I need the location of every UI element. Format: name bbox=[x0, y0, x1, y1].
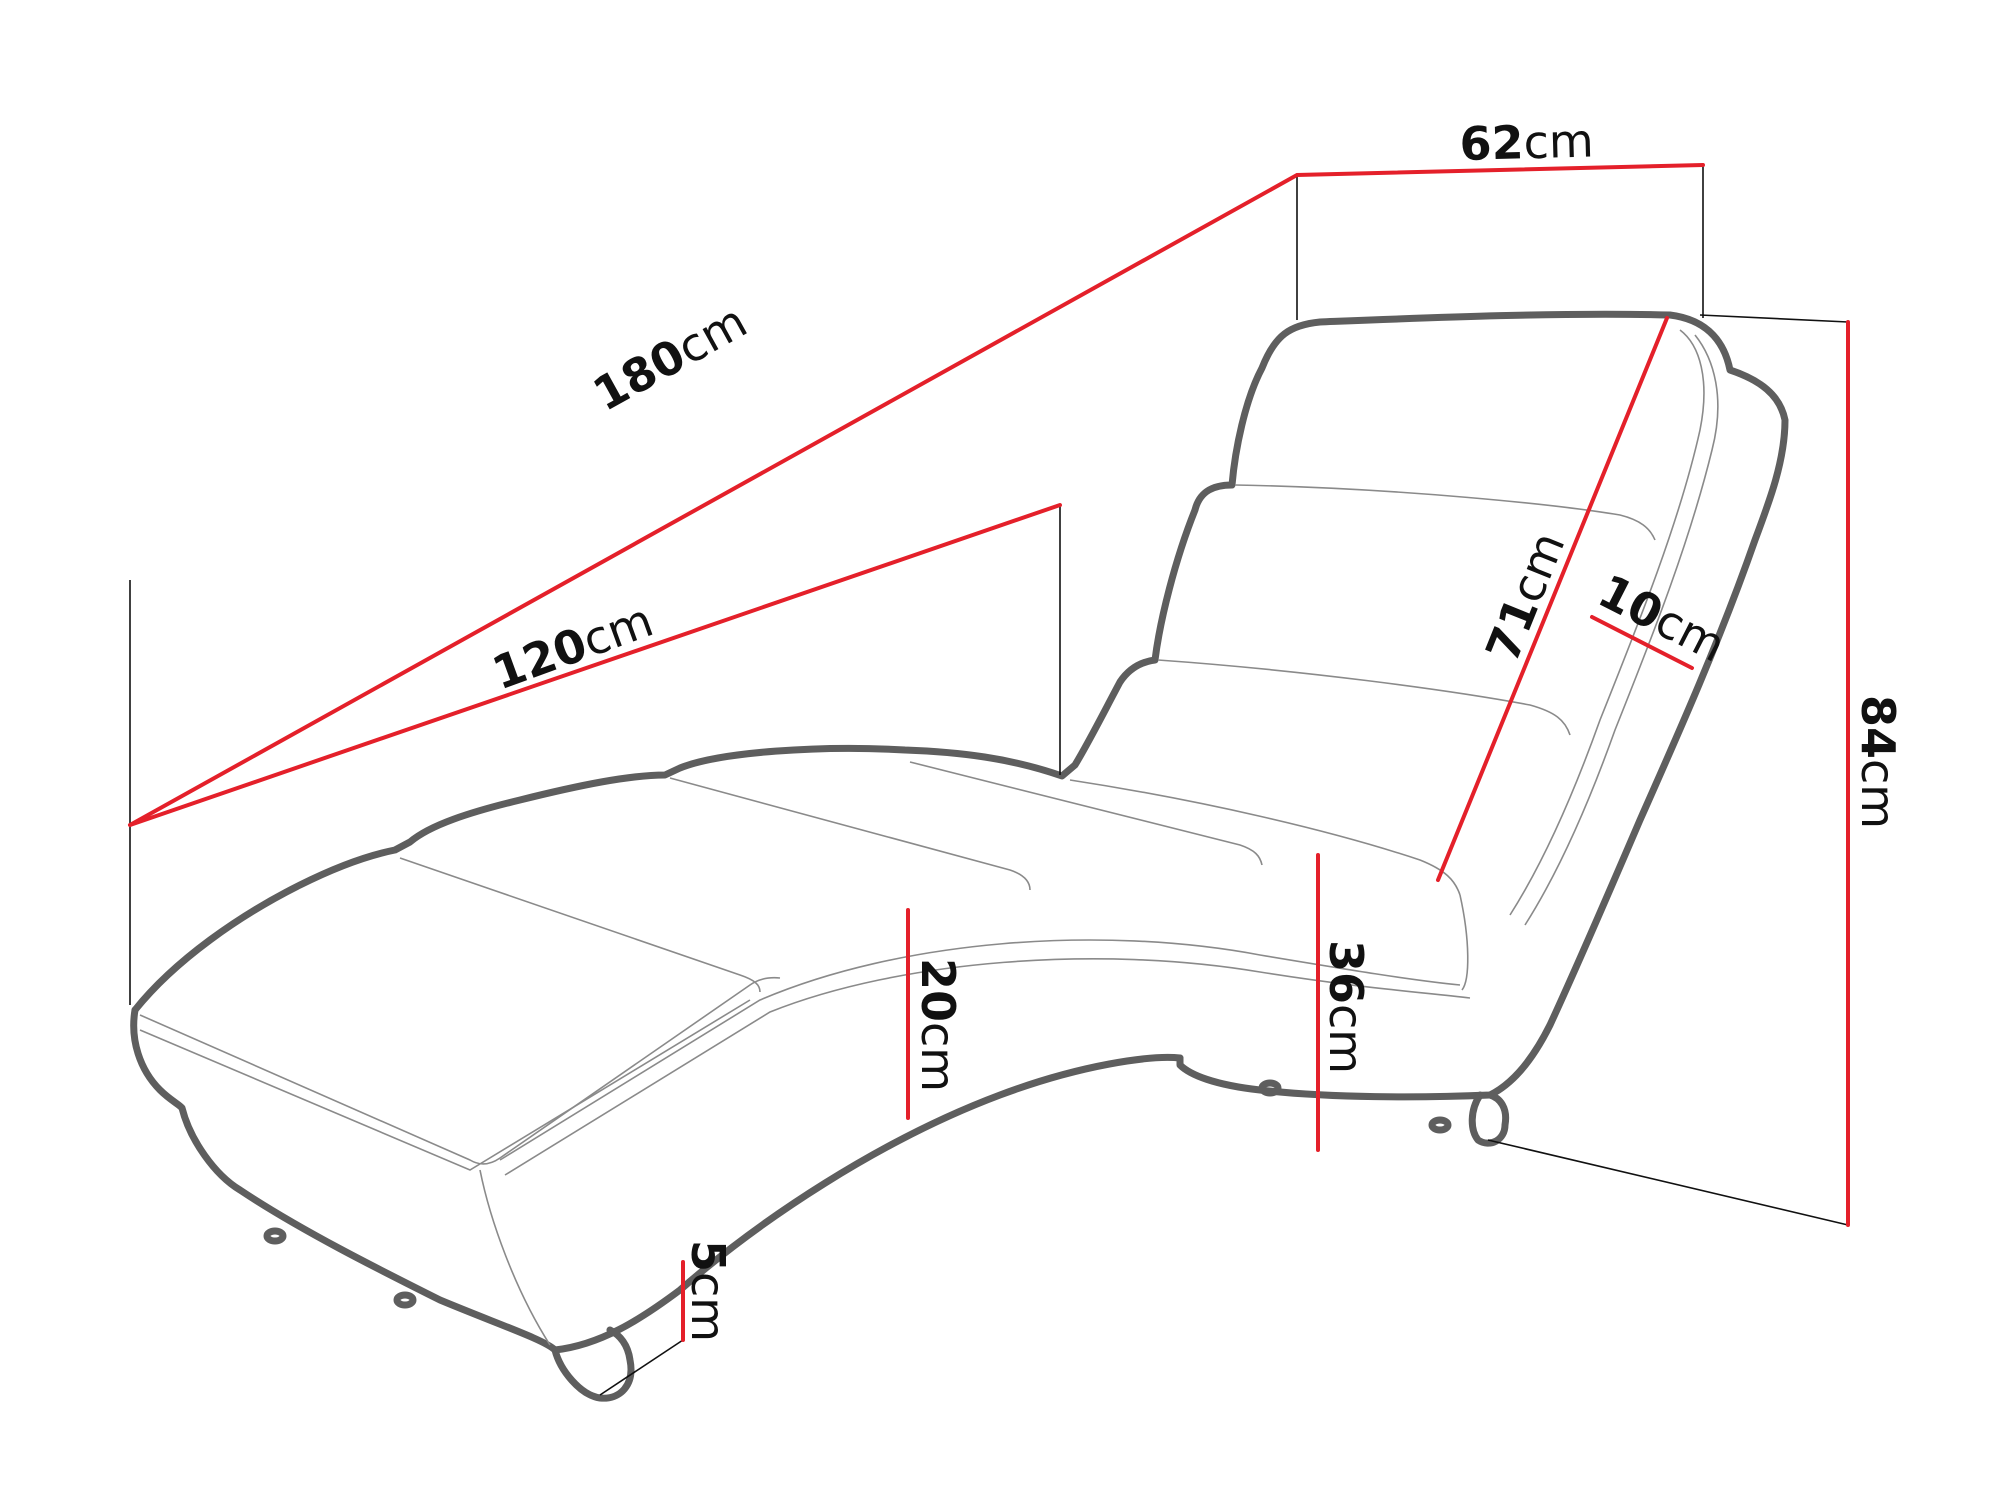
label-width: 62cm bbox=[1459, 114, 1594, 171]
foot bbox=[1258, 1079, 1282, 1097]
backrest-side-edge bbox=[1509, 329, 1705, 916]
dimension-labels: 180cm 120cm 62cm 84cm 71cm 10cm 20cm 36c… bbox=[485, 114, 1905, 1343]
backrest-seam-2 bbox=[1157, 659, 1571, 736]
footrest-cushion-edge-inner bbox=[139, 999, 751, 1171]
label-ground-clearance: 5cm bbox=[681, 1240, 735, 1342]
dimension-line-71 bbox=[1436, 316, 1669, 882]
footrest-cushion-edge bbox=[139, 976, 781, 1165]
dimension-line-180-62 bbox=[128, 163, 1705, 827]
chaise-lounge-drawing bbox=[130, 310, 1789, 1402]
front-roller bbox=[551, 1326, 635, 1402]
back-lower-edge bbox=[1459, 894, 1469, 991]
footrest-front-curve bbox=[479, 1169, 551, 1346]
foot bbox=[393, 1291, 417, 1309]
chaise-outline bbox=[131, 310, 1789, 1101]
label-backrest-length: 71cm bbox=[1475, 525, 1575, 670]
extension-lines bbox=[129, 165, 1849, 1396]
label-backrest-thickness: 10cm bbox=[1590, 564, 1734, 673]
seat-front-edge bbox=[499, 939, 1461, 1161]
dimension-lines bbox=[128, 163, 1850, 1342]
seat-seam-1 bbox=[669, 777, 1031, 891]
seat-seam-3 bbox=[1069, 779, 1461, 896]
label-total-height: 84cm bbox=[1851, 695, 1905, 829]
backrest-seam-1 bbox=[1234, 484, 1656, 541]
footrest-seam bbox=[399, 857, 761, 993]
backrest-side-edge-inner bbox=[1524, 334, 1719, 926]
extension-line-ground bbox=[599, 1339, 684, 1396]
chaise-base-curve bbox=[130, 1006, 1184, 1354]
dimension-line-120 bbox=[128, 503, 1062, 827]
extension-line-top bbox=[1699, 314, 1849, 323]
foot bbox=[1428, 1116, 1452, 1134]
label-seat-height-back: 36cm bbox=[1319, 940, 1373, 1074]
seat-front-edge-inner bbox=[504, 958, 1471, 1176]
extension-line-bottom bbox=[1487, 1139, 1849, 1226]
label-total-length: 180cm bbox=[584, 294, 755, 422]
seat-seam-2 bbox=[909, 761, 1263, 866]
rear-roller bbox=[1468, 1091, 1510, 1147]
foot bbox=[263, 1227, 287, 1245]
label-seat-height-front: 20cm bbox=[911, 958, 965, 1092]
dimension-line-10 bbox=[1590, 615, 1694, 670]
label-seat-length: 120cm bbox=[485, 593, 660, 701]
